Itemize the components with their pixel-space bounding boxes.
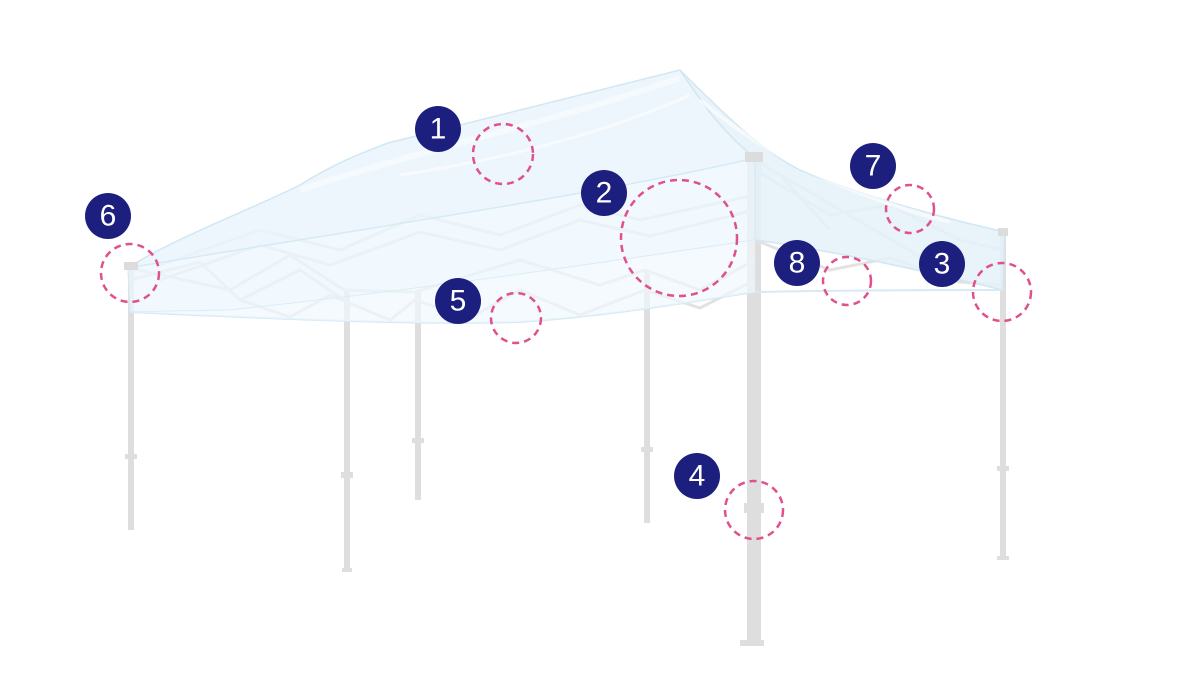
highlight-ring-4: [723, 479, 785, 541]
leg-joint: [997, 466, 1009, 471]
badge-5: 5: [435, 278, 481, 324]
highlight-ring-1: [471, 122, 535, 186]
badge-4-label: 4: [689, 460, 706, 493]
number-badges: 1 2 3 4 5 6 7: [85, 106, 965, 499]
leg-joint: [125, 454, 137, 459]
badge-8: 8: [774, 240, 820, 286]
highlight-ring-6: [99, 242, 161, 304]
highlight-ring-8: [821, 255, 873, 307]
canopy-highlight: [299, 75, 681, 193]
badge-7: 7: [850, 143, 896, 189]
badge-2: 2: [581, 170, 627, 216]
badge-3: 3: [919, 241, 965, 287]
leg-joint: [744, 503, 764, 513]
corner-plate: [998, 228, 1008, 236]
leg-back-mid-right: [644, 270, 650, 523]
canopy-hem-fill: [130, 240, 755, 323]
leg-front-left: [128, 268, 134, 530]
highlight-ring-7: [884, 183, 936, 235]
leg-foot: [342, 568, 352, 572]
badge-1-label: 1: [430, 113, 447, 146]
leg-back-mid-left: [415, 292, 421, 500]
corner-plate: [745, 152, 763, 162]
highlight-ring-5: [489, 291, 543, 345]
leg-joint: [341, 472, 353, 478]
leg-joint: [412, 438, 424, 443]
badge-2-label: 2: [596, 177, 613, 210]
leg-foot: [997, 556, 1009, 560]
badge-4: 4: [674, 453, 720, 499]
highlight-ring-3: [971, 261, 1033, 323]
leg-front-mid-left: [344, 290, 350, 572]
badge-1: 1: [415, 106, 461, 152]
highlight-ring-2: [619, 178, 739, 298]
badge-7-label: 7: [865, 150, 882, 183]
badge-6-label: 6: [100, 200, 117, 233]
canopy-highlight: [399, 93, 691, 177]
canopy-highlight: [698, 98, 951, 224]
canopy: [124, 69, 1008, 324]
highlight-rings: [99, 122, 1033, 541]
leg-back-right: [1000, 232, 1006, 560]
corner-plate: [124, 262, 138, 270]
leg-foot: [740, 640, 764, 646]
leg-joint: [641, 447, 653, 452]
badge-5-label: 5: [450, 285, 467, 318]
badge-3-label: 3: [934, 248, 951, 281]
badge-8-label: 8: [789, 247, 806, 280]
badge-6: 6: [85, 193, 131, 239]
